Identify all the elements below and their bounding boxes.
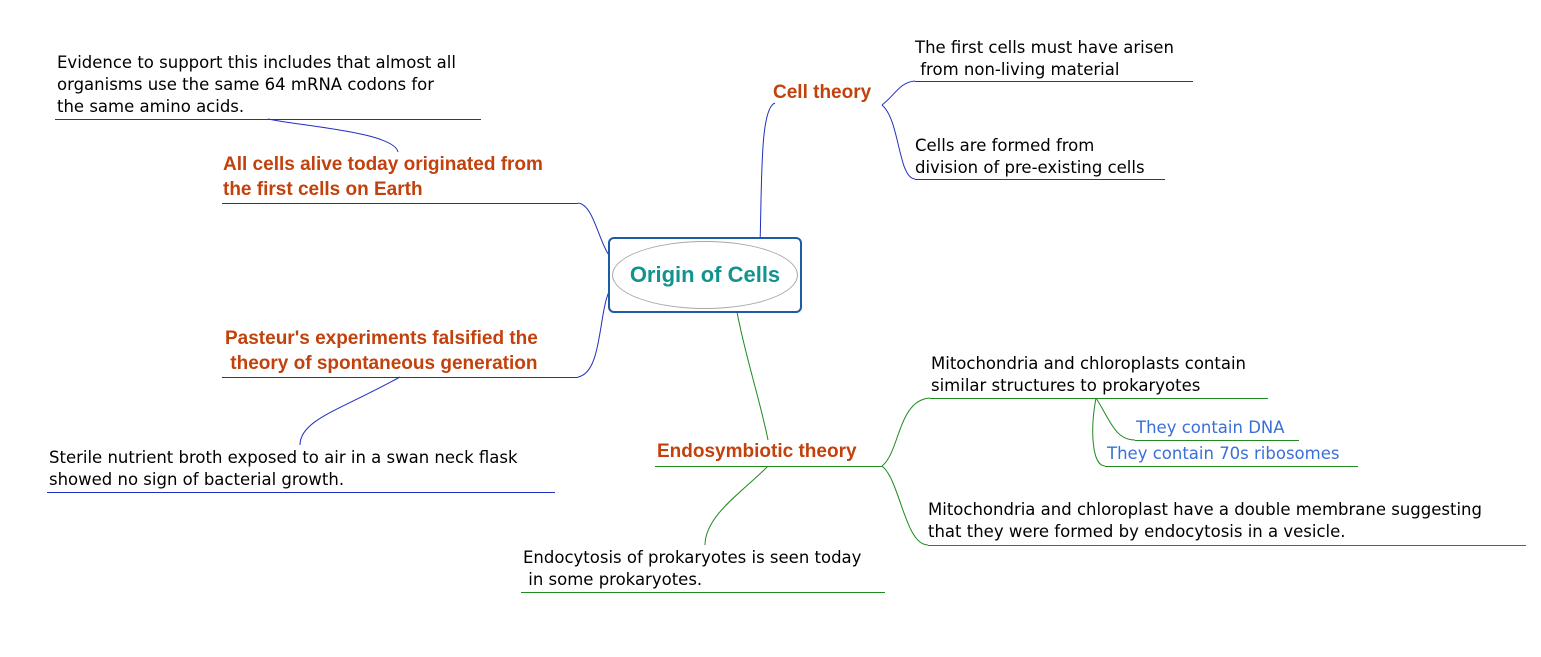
underline-contain-ribosomes — [1105, 466, 1358, 467]
branch-endosymbiotic[interactable]: Endosymbiotic theory — [657, 441, 857, 462]
endo-contain-ribosomes[interactable]: They contain 70s ribosomes — [1107, 444, 1340, 463]
underline-contain-dna — [1135, 440, 1299, 441]
pasteur-evidence[interactable]: Sterile nutrient broth exposed to air in… — [49, 448, 518, 489]
central-topic-title[interactable]: Origin of Cells — [629, 262, 781, 287]
underline-all-cells — [222, 203, 578, 204]
link-endo-endocytosis — [704, 465, 769, 546]
all-cells-evidence[interactable]: Evidence to support this includes that a… — [57, 53, 456, 116]
underline-division — [915, 179, 1165, 180]
branch-pasteur[interactable]: Pasteur's experiments falsified the theo… — [225, 328, 538, 374]
link-all-cells-evidence — [267, 118, 399, 153]
underline-all-cells-evidence — [55, 119, 481, 120]
endo-double-membrane[interactable]: Mitochondria and chloroplast have a doub… — [928, 500, 1482, 541]
underline-non-living — [915, 81, 1193, 82]
link-pasteur-evidence — [299, 376, 401, 446]
link-center-cell-theory — [759, 102, 776, 246]
link-cell-theory-child-2 — [881, 104, 916, 180]
cell-theory-division[interactable]: Cells are formed from division of pre-ex… — [915, 136, 1145, 177]
underline-pasteur-evidence — [47, 492, 555, 493]
link-center-endosymbiotic — [736, 311, 769, 441]
underline-pasteur — [222, 377, 578, 378]
underline-endocytosis-today — [521, 592, 885, 593]
link-endo-structures — [881, 397, 931, 467]
link-structures-ribosomes — [1092, 397, 1106, 467]
branch-cell-theory[interactable]: Cell theory — [773, 82, 872, 103]
underline-endosymbiotic — [655, 466, 882, 467]
endo-similar-structures[interactable]: Mitochondria and chloroplasts contain si… — [931, 354, 1246, 395]
endo-endocytosis-today[interactable]: Endocytosis of prokaryotes is seen today… — [523, 548, 862, 589]
central-topic-ellipse — [612, 241, 798, 309]
underline-double-membrane — [928, 545, 1526, 546]
cell-theory-non-living[interactable]: The first cells must have arisen from no… — [915, 38, 1174, 79]
underline-similar-structures — [930, 398, 1268, 399]
link-structures-dna — [1095, 397, 1136, 441]
link-endo-membrane — [881, 465, 929, 546]
link-cell-theory-child-1 — [881, 80, 916, 106]
branch-all-cells[interactable]: All cells alive today originated from th… — [223, 154, 543, 200]
endo-contain-dna[interactable]: They contain DNA — [1136, 418, 1285, 437]
